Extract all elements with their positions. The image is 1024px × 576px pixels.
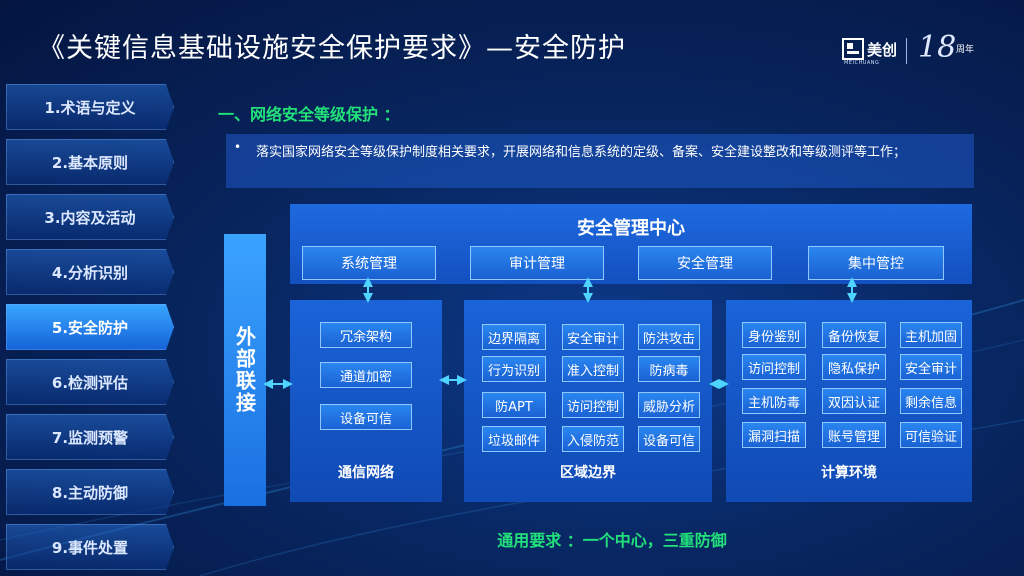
logo-divider [906,38,907,64]
nav-item-monitoring[interactable]: 7.监测预警 [6,414,174,460]
compute-item: 安全审计 [900,354,962,380]
network-item: 通道加密 [320,362,412,388]
page-title: 《关键信息基础设施安全保护要求》—安全防护 [38,33,626,64]
company-logo: 美创 MEICHUANG 18 周年 [842,30,992,70]
boundary-item: 边界隔离 [482,324,546,350]
network-item: 冗余架构 [320,322,412,348]
boundary-item: 安全审计 [562,324,624,350]
panel-network: 冗余架构 通道加密 设备可信 通信网络 [290,300,442,502]
boundary-item: 行为识别 [482,356,546,382]
description-text: 落实国家网络安全等级保护制度相关要求，开展网络和信息系统的定级、备案、安全建设整… [256,145,907,160]
anniversary-text: 周年 [956,45,975,55]
audit-management-box: 审计管理 [470,246,604,280]
compute-item: 主机加固 [900,322,962,348]
boundary-item: 防APT [482,392,546,418]
centralized-control-box: 集中管控 [808,246,944,280]
panel-boundary-title: 区域边界 [560,465,616,481]
compute-item: 身份鉴别 [742,322,806,348]
boundary-item: 垃圾邮件 [482,426,546,452]
compute-item: 漏洞扫描 [742,422,806,448]
boundary-item: 防洪攻击 [638,324,700,350]
compute-item: 可信验证 [900,422,962,448]
boundary-item: 威胁分析 [638,392,700,418]
brand-subtitle: MEICHUANG [844,60,880,66]
compute-item: 账号管理 [822,422,886,448]
panel-compute: 身份鉴别 备份恢复 主机加固 访问控制 隐私保护 安全审计 主机防毒 双因认证 … [726,300,972,502]
panel-network-title: 通信网络 [338,465,394,481]
boundary-item: 入侵防范 [562,426,624,452]
compute-item: 备份恢复 [822,322,886,348]
management-center-title: 安全管理中心 [577,218,685,239]
boundary-item: 防病毒 [638,356,700,382]
nav-item-incident[interactable]: 9.事件处置 [6,524,174,570]
external-link-block: 外部联接 [224,234,266,506]
bullet: • [234,140,242,154]
compute-item: 隐私保护 [822,354,886,380]
description-box: • 落实国家网络安全等级保护制度相关要求，开展网络和信息系统的定级、备案、安全建… [226,134,974,188]
footer-summary: 通用要求 ：一个中心，三重防御 [497,531,727,550]
boundary-item: 设备可信 [638,426,700,452]
brand-mark-icon [842,38,864,60]
anniversary-number: 18 [918,30,957,65]
network-item: 设备可信 [320,404,412,430]
nav-item-protection[interactable]: 5.安全防护 [6,304,174,350]
compute-item: 主机防毒 [742,388,806,414]
nav-item-active-defense[interactable]: 8.主动防御 [6,469,174,515]
nav-item-analysis[interactable]: 4.分析识别 [6,249,174,295]
compute-item: 剩余信息 [900,388,962,414]
security-management-box: 安全管理 [638,246,772,280]
external-link-label: 外部联接 [232,326,257,414]
panel-boundary: 边界隔离 安全审计 防洪攻击 行为识别 准入控制 防病毒 防APT 访问控制 威… [464,300,712,502]
nav-item-content[interactable]: 3.内容及活动 [6,194,174,240]
nav-item-evaluation[interactable]: 6.检测评估 [6,359,174,405]
panel-compute-title: 计算环境 [821,465,877,481]
boundary-item: 访问控制 [562,392,624,418]
brand-name: 美创 [867,41,898,59]
nav-item-terms[interactable]: 1.术语与定义 [6,84,174,130]
boundary-item: 准入控制 [562,356,624,382]
nav-item-principles[interactable]: 2.基本原则 [6,139,174,185]
system-management-box: 系统管理 [302,246,436,280]
compute-item: 双因认证 [822,388,886,414]
compute-item: 访问控制 [742,354,806,380]
section-heading: 一、网络安全等级保护 ： [218,105,400,124]
security-management-center: 安全管理中心 系统管理 审计管理 安全管理 集中管控 [290,204,972,284]
